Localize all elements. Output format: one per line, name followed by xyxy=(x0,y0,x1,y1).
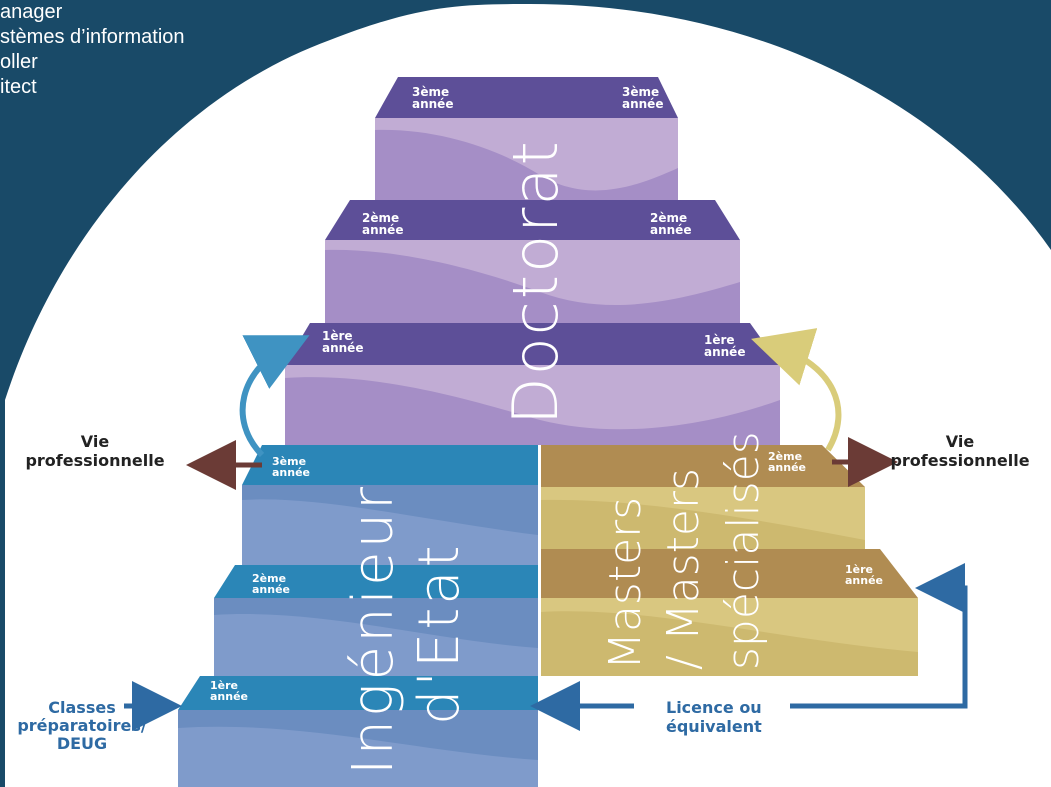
ingenieur-title-line2: d'Etat xyxy=(407,542,472,725)
ingenieur-step-3-wave xyxy=(242,499,538,565)
ingenieur-step-3-top xyxy=(242,445,538,485)
menu-item-manager[interactable]: anager xyxy=(0,1,63,23)
masters-title-line1: Masters xyxy=(600,497,651,670)
menu-item-systemes-information[interactable]: stèmes d’information xyxy=(0,26,185,48)
curved-arrow-ingenieur-to-doctorat xyxy=(239,335,310,458)
ingenieur-step-2-wave xyxy=(214,614,538,676)
masters-block xyxy=(541,445,918,676)
masters-step-1-wave xyxy=(541,611,918,676)
doctorat-step-1-top xyxy=(285,323,780,365)
doctorat-step-3-wave xyxy=(375,129,678,200)
menu-item-controller[interactable]: oller xyxy=(0,51,38,73)
doctorat-step-1-wave xyxy=(285,377,780,445)
masters-step-2-top xyxy=(541,445,865,487)
arrow-licence-to-masters xyxy=(790,563,968,709)
doctorat-block xyxy=(285,77,780,445)
ingenieur-step-1-top xyxy=(178,676,538,710)
menu-item-architect[interactable]: itect xyxy=(0,76,37,98)
masters-title-line3: spécialisés xyxy=(718,431,769,670)
masters-step-1-top xyxy=(541,549,918,598)
curved-arrow-masters-to-doctorat xyxy=(751,328,842,452)
ingenieur-step-1-wave xyxy=(178,726,538,787)
sidebar-menu: anager stèmes d’information oller itect xyxy=(0,0,185,100)
ingenieur-block xyxy=(178,445,538,787)
masters-step-2-wave xyxy=(541,499,865,549)
doctorat-step-2-wave xyxy=(325,249,740,323)
doctorat-title: Doctorat xyxy=(499,139,572,425)
doctorat-step-2-top xyxy=(325,200,740,240)
ingenieur-step-2-top xyxy=(214,565,538,598)
masters-title-line2: / Masters xyxy=(658,468,709,670)
doctorat-step-3-top xyxy=(375,77,678,118)
ingenieur-title-line1: Ingénieur xyxy=(341,484,406,775)
